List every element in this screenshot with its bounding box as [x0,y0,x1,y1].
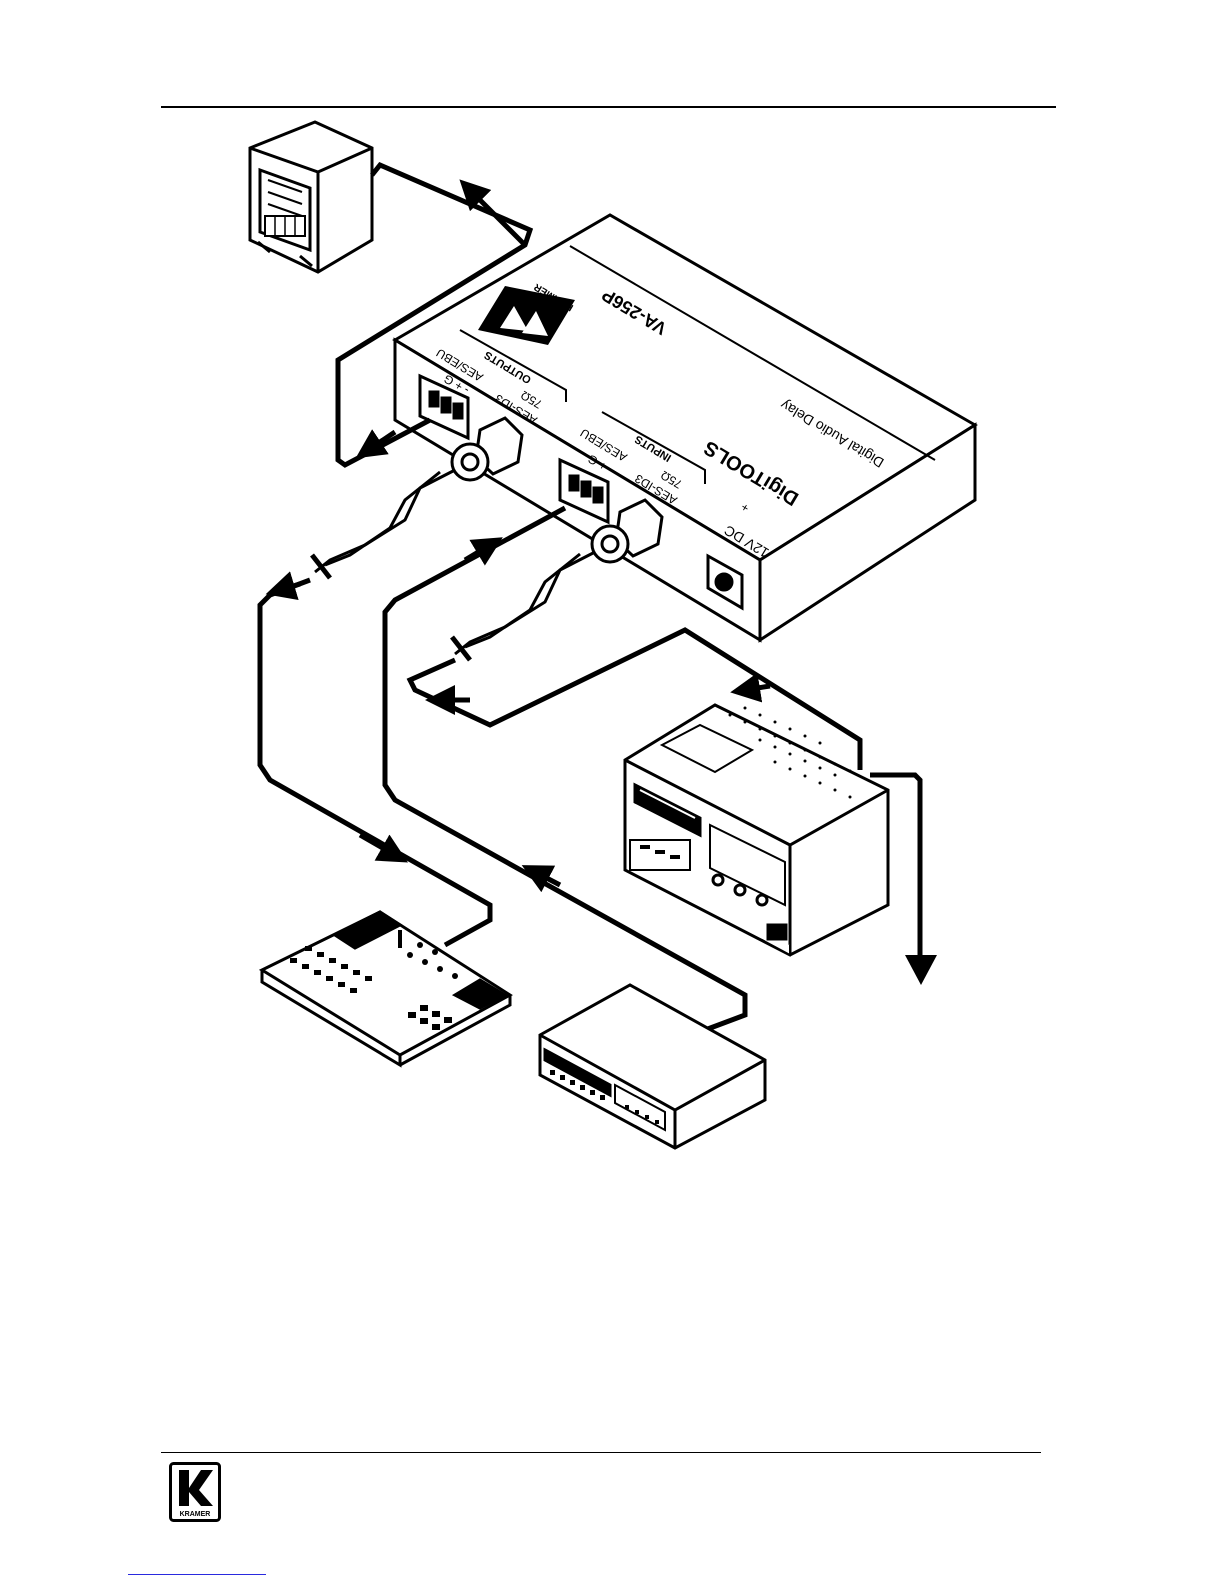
footer-kramer-logo: KRAMER [169,1462,221,1522]
footer-rule [161,1452,1041,1453]
speaker-monitor-icon [250,122,372,272]
audio-recorder-icon [625,705,888,955]
down-arrow-icon [905,955,937,985]
vtr-deck-icon [540,985,765,1148]
kramer-k-icon: KRAMER [169,1462,221,1522]
footer-logo-text: KRAMER [180,1511,211,1518]
production-switcher-icon [262,912,510,1065]
input-bnc-connector-icon [452,500,662,660]
bottom-link-underline[interactable] [128,1574,266,1575]
output-bnc-connector-icon [312,418,522,578]
